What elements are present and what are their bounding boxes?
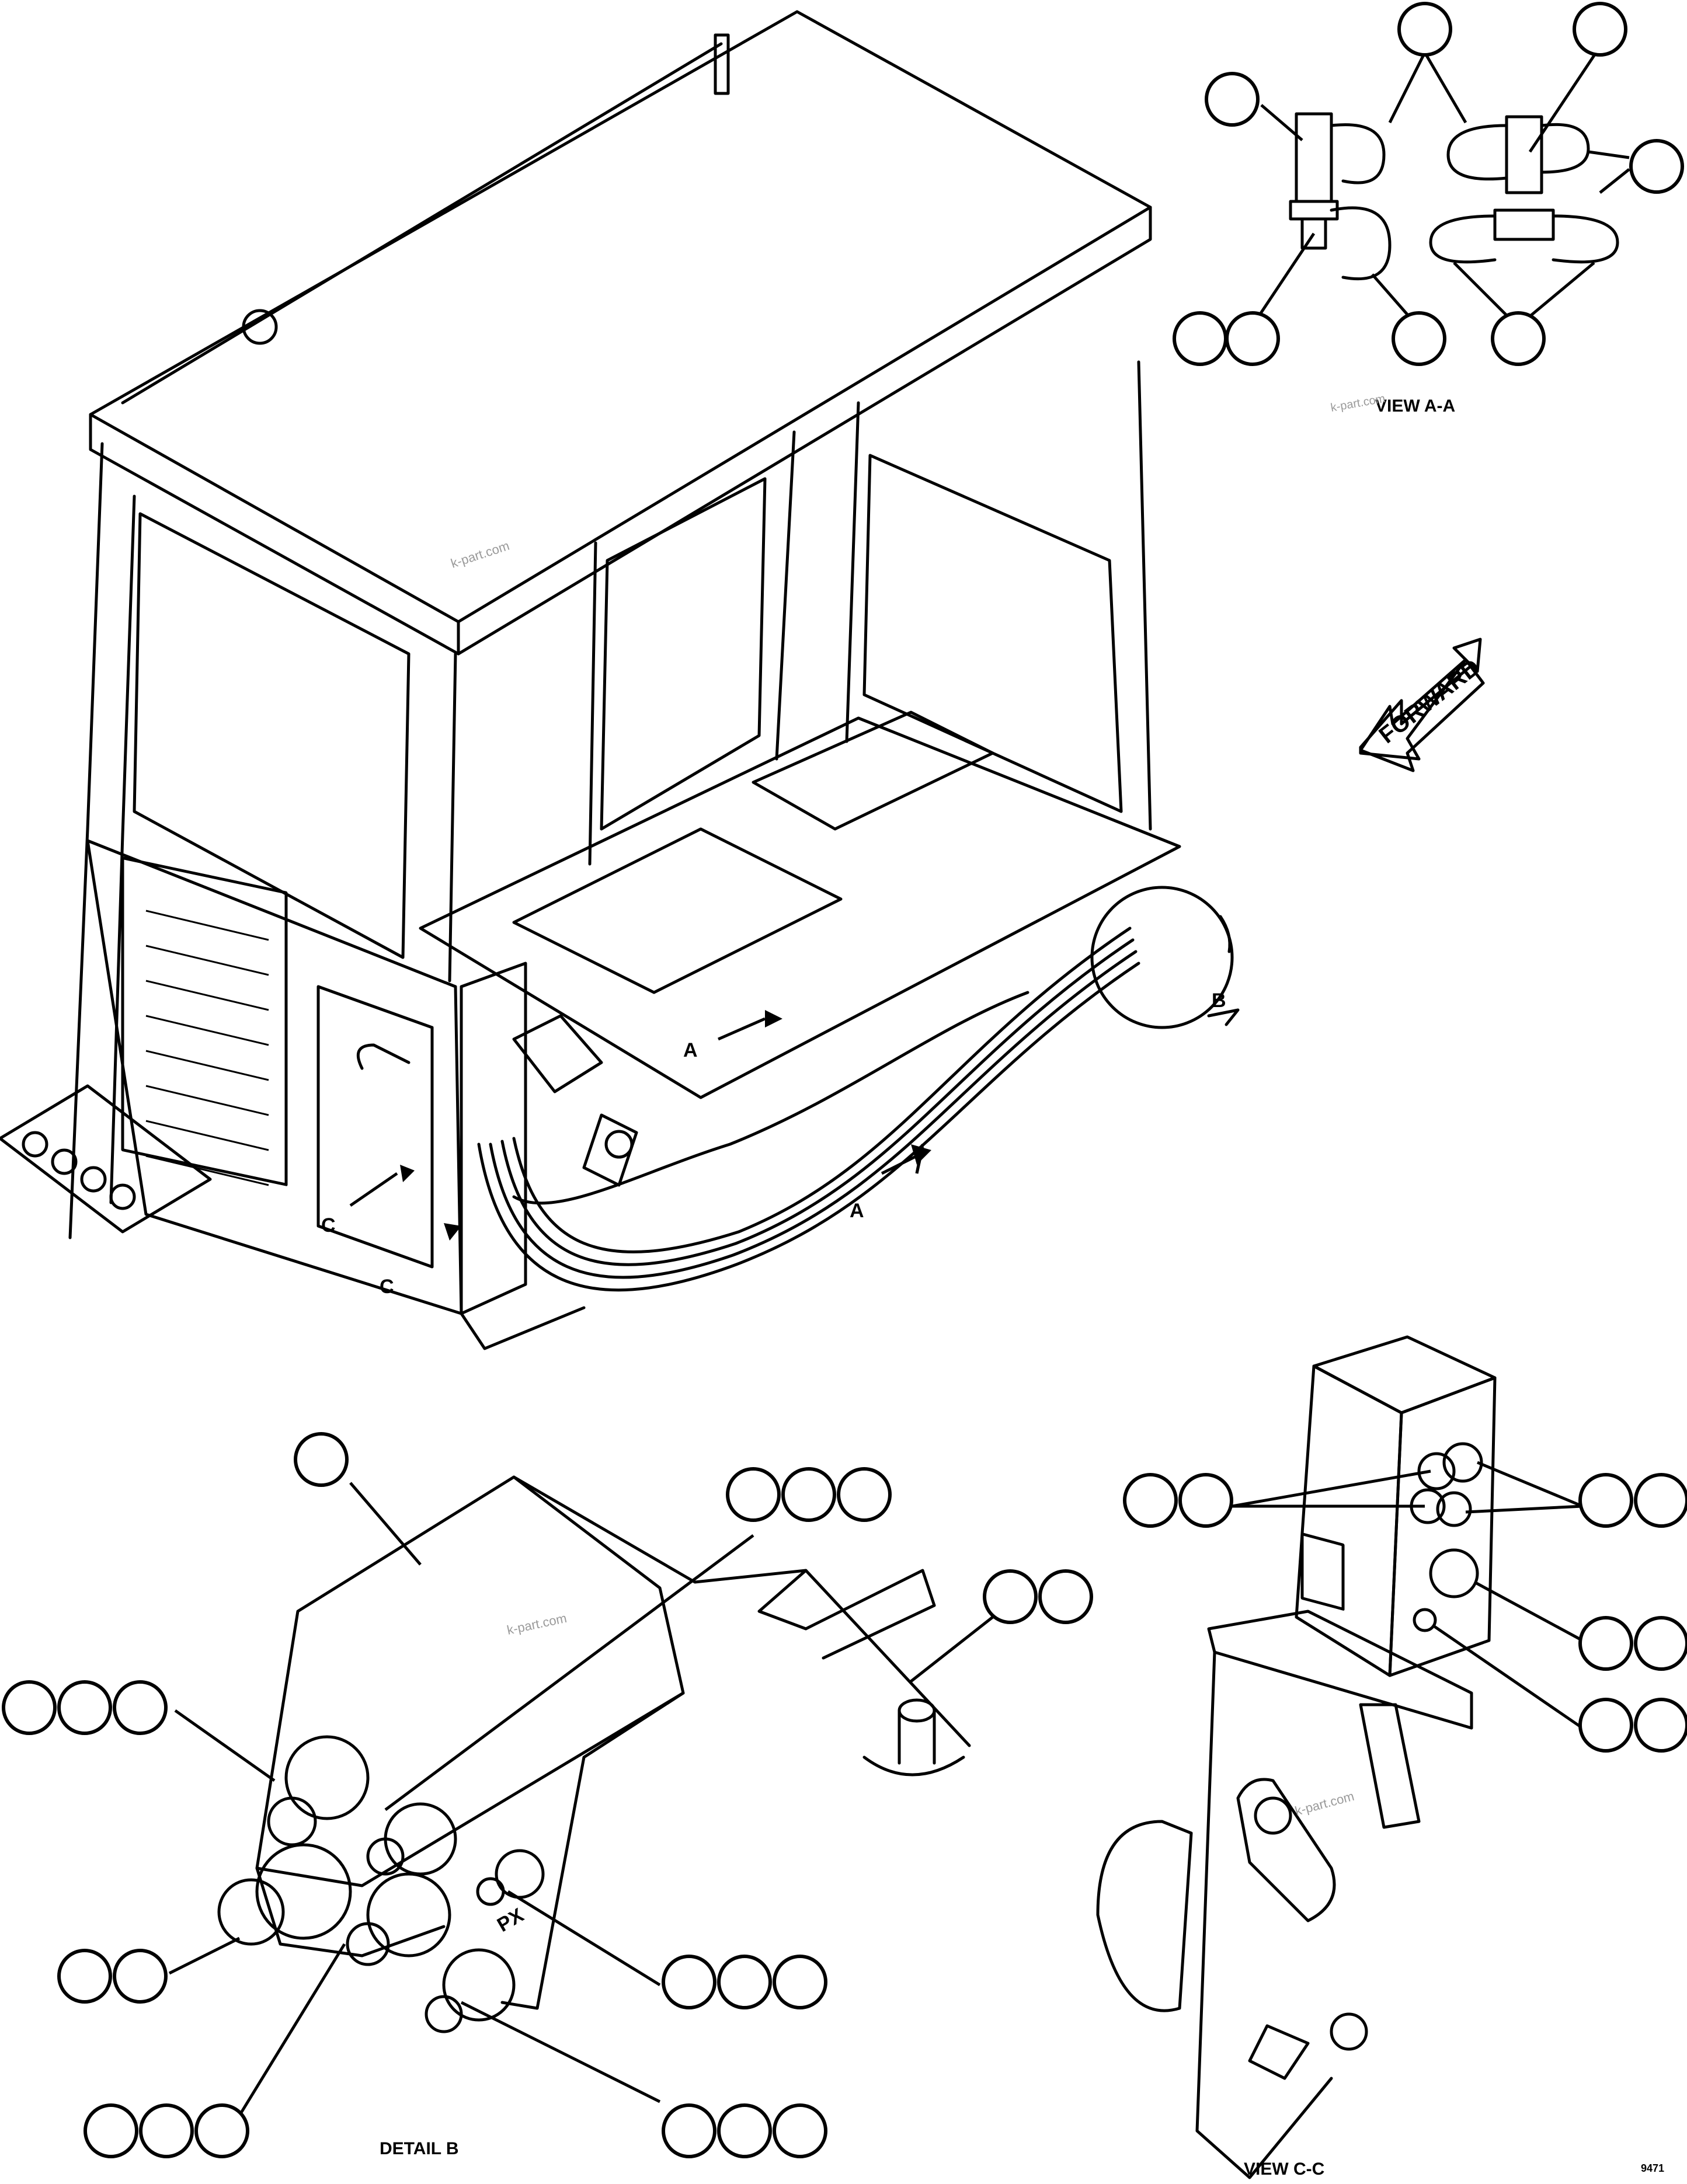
callout-bubble: [84, 2103, 138, 2158]
callout-bubble: [1634, 1473, 1687, 1528]
callout-bubble: [837, 1467, 892, 1522]
callout-bubble: [717, 1955, 772, 2009]
leader-aa-8: [1371, 273, 1414, 322]
callout-bubble: [1634, 1616, 1687, 1671]
callout-bubble: [1573, 2, 1627, 57]
leader-c-4: [1465, 1504, 1583, 1514]
section-a-arrowhead-2: [911, 1144, 931, 1165]
view-a-a-label: VIEW A-A: [1375, 396, 1455, 416]
view-c-c-label: VIEW C-C: [1244, 2159, 1324, 2179]
section-c-line: [349, 1172, 398, 1207]
leader-aa-5: [1588, 150, 1630, 159]
leader-aa-3: [1423, 51, 1467, 124]
leader-c-5: [1473, 1580, 1584, 1642]
callout-bubble: [57, 1949, 112, 2004]
clip-left: [1289, 112, 1392, 281]
leader-b-6: [232, 1943, 346, 2126]
section-b-label: B: [1212, 990, 1226, 1012]
leader-aa-2: [1388, 51, 1427, 124]
watermark-c: k-part.com: [1293, 1789, 1356, 1819]
leader-b-3: [910, 1616, 994, 1683]
leader-aa-1: [1260, 104, 1303, 141]
stamp-px: PX: [493, 1904, 528, 1936]
fittings: [217, 1735, 545, 2033]
detail-b: PX DETAIL B k-part.com: [2, 1432, 1093, 2158]
callout-bubble: [1178, 1473, 1233, 1528]
section-a-label-1: A: [683, 1039, 698, 1061]
section-c-label-1: C: [321, 1214, 336, 1236]
callout-bubble: [1578, 1698, 1633, 1753]
detail-b-arrow: [1207, 1008, 1240, 1026]
callout-bubble: [662, 2103, 716, 2158]
section-c-arrowhead-2: [444, 1223, 461, 1241]
callout-bubble: [726, 1467, 781, 1522]
leader-b-4: [174, 1709, 276, 1782]
callout-bubble: [139, 2103, 194, 2158]
leader-b-2: [384, 1534, 754, 1812]
callout-bubble: [2, 1680, 57, 1735]
callout-bubble: [717, 2103, 772, 2158]
callout-bubble: [773, 2103, 827, 2158]
section-c-arrowhead-1: [400, 1165, 415, 1182]
detail-b-label: DETAIL B: [380, 2139, 459, 2158]
leader-aa-6: [1599, 168, 1630, 194]
callout-bubble: [773, 1955, 827, 2009]
callout-bubble: [662, 1955, 716, 2009]
detail-b-circle: [1090, 886, 1234, 1029]
pedal-valve-main: [512, 1014, 638, 1187]
leader-b-7: [507, 1890, 661, 1987]
leader-c-3: [1477, 1461, 1583, 1508]
watermark-b: k-part.com: [506, 1611, 568, 1638]
drawing-number: 9471: [1641, 2162, 1664, 2174]
hose-bundle: [477, 926, 1140, 1292]
view-a-a: VIEW A-A k-part.com: [1173, 2, 1684, 416]
callout-bubble: [1491, 311, 1546, 366]
leader-b-5: [168, 1936, 241, 1975]
forward-arrow: FORWARD: [1359, 638, 1485, 772]
leader-c-1: [1232, 1469, 1431, 1508]
section-a-arrowhead-1: [765, 1010, 782, 1027]
cab-assembly: [0, 10, 1181, 1350]
callout-bubble: [1634, 1698, 1687, 1753]
leader-c-6: [1432, 1624, 1584, 1730]
leader-b-1: [349, 1482, 422, 1566]
callout-bubble: [1392, 311, 1446, 366]
callout-bubble: [781, 1467, 836, 1522]
callout-bubble: [1578, 1473, 1633, 1528]
section-a-line: [717, 1017, 766, 1041]
callout-bubble: [113, 1949, 168, 2004]
callout-bubble: [1225, 311, 1280, 366]
view-c-c: VIEW C-C k-part.com: [1096, 1335, 1687, 2179]
section-c-label-2: C: [380, 1276, 394, 1298]
section-a-label-2: A: [850, 1200, 864, 1222]
leader-aa-4: [1528, 46, 1602, 153]
detail-b-arrow-2: [1219, 915, 1232, 953]
callout-bubble: [1205, 72, 1260, 127]
callout-bubble: [1173, 311, 1227, 366]
callout-bubble: [1578, 1616, 1633, 1671]
leader-aa-10: [1523, 262, 1595, 322]
callout-bubble: [983, 1569, 1038, 1624]
callout-bubble: [113, 1680, 168, 1735]
clip-right: [1429, 115, 1619, 264]
callout-bubble: [194, 2103, 249, 2158]
callout-bubble: [1397, 2, 1452, 57]
callout-bubble: [1629, 139, 1684, 194]
callout-bubble: [294, 1432, 349, 1487]
watermark-main: k-part.com: [449, 538, 512, 571]
callout-bubble: [1123, 1473, 1178, 1528]
callout-bubble: [1038, 1569, 1093, 1624]
callout-bubble: [57, 1680, 112, 1735]
leader-aa-9: [1453, 262, 1514, 322]
leader-b-8: [460, 2001, 661, 2103]
